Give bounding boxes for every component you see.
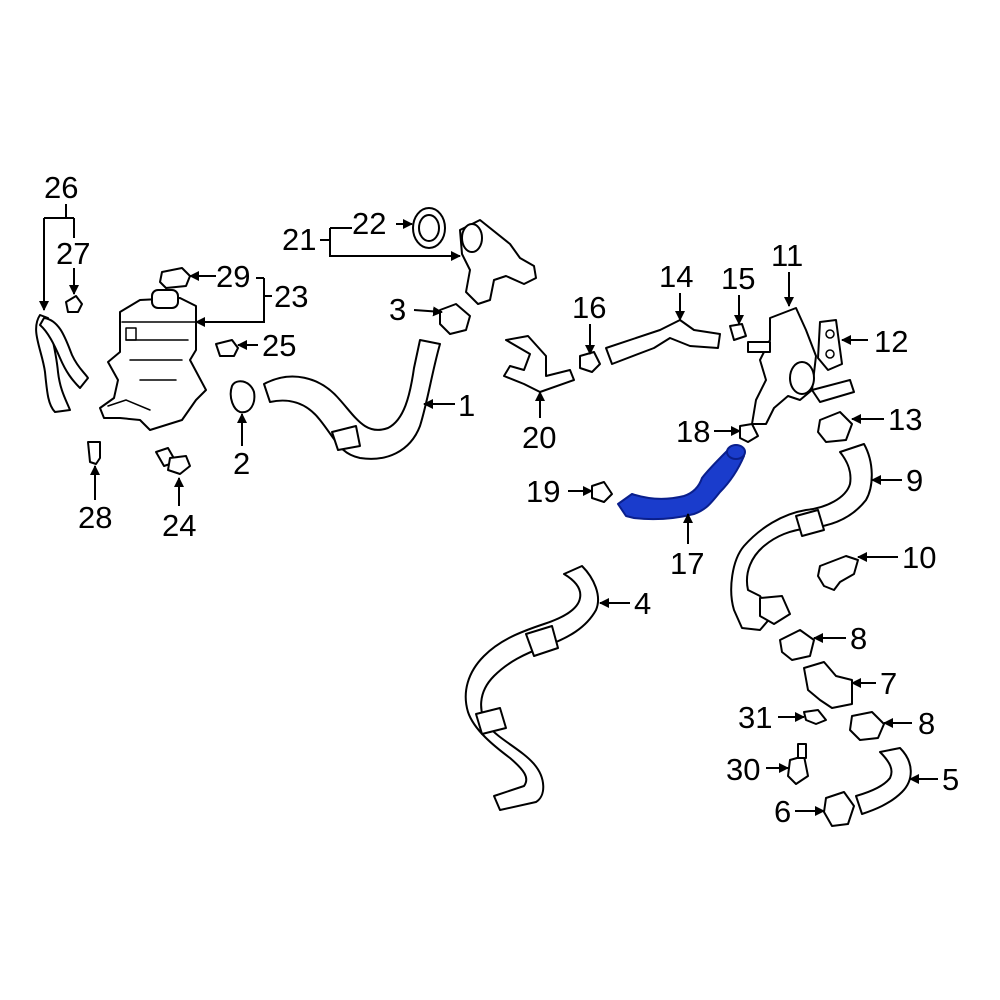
callout-25[interactable]: 25 [262,328,296,363]
part-29-clip[interactable] [159,267,191,289]
callout-15[interactable]: 15 [721,261,755,296]
part-28-clip[interactable] [87,441,101,465]
callout-19[interactable]: 19 [526,474,560,509]
callout-11[interactable]: 11 [771,238,803,273]
part-13-hose-clamp[interactable] [817,411,853,443]
part-20-water-pipe[interactable] [503,335,575,393]
part-31-clip[interactable] [803,709,827,725]
callouts: 1 2 3 4 5 6 7 8 8 9 10 11 12 13 14 15 16… [44,170,959,829]
callout-1[interactable]: 1 [458,388,475,423]
callout-28[interactable]: 28 [78,500,112,535]
part-19-hose-clamp[interactable] [591,481,613,503]
part-25-clip[interactable] [215,339,239,357]
callout-8-lower[interactable]: 8 [918,706,935,741]
callout-6[interactable]: 6 [774,794,791,829]
part-9-radiator-hose[interactable] [730,443,873,631]
part-8-hose-clamp-upper[interactable] [779,629,815,661]
part-17-heater-hose-highlighted[interactable] [617,444,746,521]
callout-23[interactable]: 23 [274,279,308,314]
callout-10[interactable]: 10 [902,540,936,575]
part-27-clip[interactable] [65,295,83,313]
part-23-reservoir-tank[interactable] [99,289,207,431]
part-21-water-outlet[interactable] [459,219,537,305]
callout-8-upper[interactable]: 8 [850,621,867,656]
callout-20[interactable]: 20 [522,420,556,455]
callout-24[interactable]: 24 [162,508,196,543]
callout-2[interactable]: 2 [233,446,250,481]
leader-lines [39,204,938,816]
callout-9[interactable]: 9 [906,463,923,498]
part-4-radiator-hose[interactable] [464,565,600,811]
callout-7[interactable]: 7 [880,666,897,701]
part-18-hose-clamp[interactable] [739,423,759,443]
callout-17[interactable]: 17 [670,546,704,581]
callout-14[interactable]: 14 [659,259,693,294]
part-10-bracket[interactable] [817,555,859,591]
part-1-radiator-hose[interactable] [263,339,441,460]
part-22-o-ring[interactable] [412,207,446,249]
callout-18[interactable]: 18 [676,414,710,449]
part-2-hose-clamp[interactable] [229,380,256,414]
part-5-hose[interactable] [855,747,912,815]
part-16-clamp[interactable] [579,351,601,373]
part-3-hose-clamp[interactable] [439,303,471,335]
callout-30[interactable]: 30 [726,752,760,787]
part-14-bypass-hose[interactable] [605,319,721,365]
part-8-hose-clamp-lower[interactable] [849,711,885,741]
part-6-hose-clamp[interactable] [823,791,855,827]
callout-16[interactable]: 16 [572,290,606,325]
callout-26[interactable]: 26 [44,170,78,205]
callout-22[interactable]: 22 [352,206,386,241]
callout-21[interactable]: 21 [282,222,316,257]
callout-29[interactable]: 29 [216,259,250,294]
part-15-bolt[interactable] [729,323,747,341]
callout-4[interactable]: 4 [634,586,651,621]
callout-27[interactable]: 27 [56,236,90,271]
part-12-gasket[interactable] [817,319,843,371]
part-7-connector[interactable] [803,661,853,709]
callout-12[interactable]: 12 [874,324,908,359]
callout-31[interactable]: 31 [738,700,772,735]
callout-3[interactable]: 3 [389,292,406,327]
callout-13[interactable]: 13 [888,402,922,437]
part-24-bolt[interactable] [155,447,191,475]
callout-5[interactable]: 5 [942,762,959,797]
part-26-small-hose[interactable] [35,314,89,413]
part-30-sensor[interactable] [787,743,809,785]
part-11-thermostat-housing[interactable] [747,307,855,425]
